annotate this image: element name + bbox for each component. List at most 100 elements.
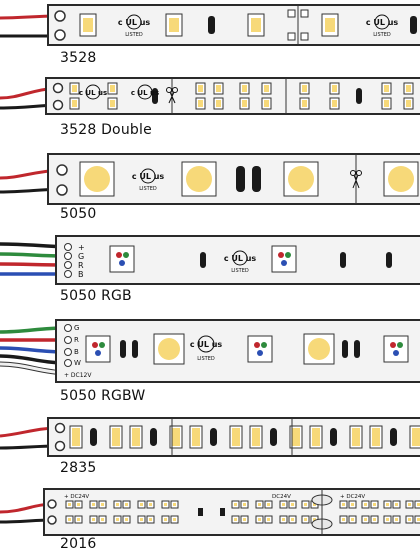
solder-pad <box>54 440 66 452</box>
ul-listed-mark: c UL us <box>79 84 107 100</box>
strip-5050-rgb: + G R B c UL us LISTED 5050 RGB <box>0 234 420 304</box>
led-chip <box>381 82 392 95</box>
strip-body <box>47 4 420 46</box>
led-chip <box>339 500 348 509</box>
led-chip <box>79 161 115 197</box>
ul-mark-text: c UL us <box>118 18 151 27</box>
solder-pad <box>52 82 64 94</box>
voltage-label: DC24V <box>272 494 291 500</box>
resistor-chip <box>410 16 417 34</box>
solder-pad <box>56 184 68 196</box>
led-chip <box>264 515 273 524</box>
led-chip <box>107 82 118 95</box>
led-chip <box>409 425 420 449</box>
led-chip <box>403 82 414 95</box>
led-chip <box>189 425 203 449</box>
led-chip <box>301 515 310 524</box>
led-chip <box>79 13 97 37</box>
ul-listed-mark: c UL us <box>131 84 159 100</box>
led-chip <box>261 82 272 95</box>
led-chip <box>165 13 183 37</box>
scissors-icon <box>350 170 362 189</box>
led-chip <box>339 515 348 524</box>
led-chip <box>69 82 80 95</box>
led-chip <box>113 500 122 509</box>
resistor-chip <box>342 340 348 358</box>
strip-2016: + DC24V DC24V + DC24V 2016 <box>0 486 420 552</box>
ul-mark-text: c UL us <box>132 172 165 181</box>
strip-label: 5050 <box>60 206 97 222</box>
led-chip <box>279 500 288 509</box>
solder-pad <box>54 422 66 434</box>
led-chip <box>239 97 250 110</box>
ul-mark-text: c UL us <box>366 18 399 27</box>
resistor-chip <box>354 340 360 358</box>
led-chip <box>195 82 206 95</box>
resistor-chip <box>208 16 215 34</box>
resistor-chip <box>270 428 277 446</box>
led-chip <box>414 500 420 509</box>
listed-text: LISTED <box>197 356 215 362</box>
led-chip <box>169 425 183 449</box>
pad-label: B <box>78 270 84 279</box>
led-chip <box>383 500 392 509</box>
led-chip <box>229 425 243 449</box>
resistor-chip <box>200 252 206 268</box>
led-chip <box>321 13 339 37</box>
led-chip <box>231 515 240 524</box>
pad-label: + <box>78 243 85 252</box>
rgb-led-chip <box>109 245 135 273</box>
pad-label: W <box>74 359 81 367</box>
strip-5050-diagram: c UL us LISTED <box>0 153 420 205</box>
strip-2835: 2835 <box>0 414 420 476</box>
resistor-chip <box>390 428 397 446</box>
led-chip <box>69 425 83 449</box>
solder-pad <box>47 515 57 525</box>
rgb-led-chip <box>85 335 111 363</box>
led-chip <box>129 425 143 449</box>
led-chip <box>414 515 420 524</box>
strip-label: 5050 RGB <box>60 288 132 304</box>
led-chip <box>213 82 224 95</box>
led-chip <box>264 500 273 509</box>
led-chip <box>65 515 74 524</box>
led-chip <box>89 515 98 524</box>
strip-2835-diagram <box>0 417 420 457</box>
solder-pad <box>54 29 66 41</box>
pad-label: B <box>74 348 79 356</box>
led-chip <box>329 97 340 110</box>
solder-pads <box>64 243 72 278</box>
led-chip <box>107 97 118 110</box>
led-chip <box>146 515 155 524</box>
led-chip <box>122 515 131 524</box>
led-chip <box>109 425 123 449</box>
pad-label: R <box>74 336 79 344</box>
ul-mark-text: c UL us <box>190 340 223 349</box>
led-chip <box>261 97 272 110</box>
led-chip <box>348 515 357 524</box>
led-chip <box>329 82 340 95</box>
strip-body <box>55 319 420 383</box>
resistor-chip <box>330 428 337 446</box>
led-chip <box>122 500 131 509</box>
led-chip <box>240 500 249 509</box>
led-chip-row <box>69 82 414 110</box>
led-chip <box>301 500 310 509</box>
ul-mark-text: c UL us <box>79 89 107 97</box>
ul-listed-mark: c UL us LISTED <box>190 335 223 362</box>
led-chip <box>146 500 155 509</box>
led-chip <box>98 500 107 509</box>
led-chip <box>74 500 83 509</box>
rgb-led-chip <box>383 335 409 363</box>
led-chip <box>383 515 392 524</box>
led-chip <box>255 500 264 509</box>
led-chip <box>161 515 170 524</box>
led-chip <box>392 500 401 509</box>
led-chip-row <box>69 425 420 449</box>
scissors-icon <box>166 87 178 104</box>
led-chip <box>349 425 363 449</box>
rgb-led-chip <box>247 335 273 363</box>
strip-label: 2016 <box>60 536 97 552</box>
cut-pads <box>311 489 333 535</box>
led-chip <box>137 515 146 524</box>
